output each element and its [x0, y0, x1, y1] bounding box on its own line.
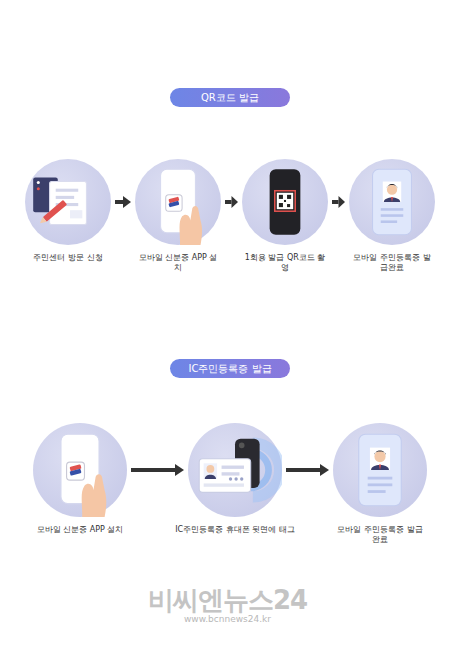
- step-icon: [242, 159, 328, 245]
- step-circle: 1회용 발급 QR코드 촬영: [242, 159, 328, 245]
- arrow-line: [115, 200, 123, 204]
- step-icon: [135, 159, 221, 245]
- step-circle: 모바일 신분증 APP 설치: [33, 423, 127, 517]
- step-icon: [33, 423, 127, 517]
- flow-arrow: [286, 464, 329, 476]
- step-label: IC주민등록증 휴대폰 뒷면에 태그: [160, 525, 310, 535]
- step-label: 모바일 신분증 APP 설치: [136, 253, 220, 273]
- step-icon: [333, 423, 427, 517]
- arrow-line: [131, 468, 175, 472]
- arrow-head: [320, 464, 329, 476]
- arrow-head: [232, 196, 239, 208]
- section-header-pill: IC주민등록증 발급: [170, 359, 290, 378]
- arrow-line: [225, 200, 232, 204]
- step-circle: 모바일 주민등록증 발급 완료: [333, 423, 427, 517]
- arrow-head: [123, 196, 131, 208]
- step-label: 1회용 발급 QR코드 촬영: [243, 253, 327, 273]
- step-circle: 모바일 주민등록증 발급완료: [349, 159, 435, 245]
- watermark: www.bcnnews24.kr: [0, 614, 455, 624]
- step-circle: 주민센터 방문 신청: [25, 159, 111, 245]
- arrow-line: [286, 468, 320, 472]
- arrow-head: [339, 196, 346, 208]
- header-text: QR코드 발급: [201, 92, 259, 103]
- step-icon: [188, 423, 282, 517]
- step-circle: 모바일 신분증 APP 설치: [135, 159, 221, 245]
- flow-arrow: [225, 196, 238, 208]
- step-circle: IC주민등록증 휴대폰 뒷면에 태그: [188, 423, 282, 517]
- section-header-pill: QR코드 발급: [170, 88, 290, 107]
- header-text: IC주민등록증 발급: [188, 363, 271, 374]
- step-label: 주민센터 방문 신청: [26, 253, 110, 263]
- arrow-line: [332, 200, 339, 204]
- step-label: 모바일 신분증 APP 설치: [35, 525, 125, 535]
- arrow-head: [175, 464, 184, 476]
- step-label: 모바일 주민등록증 발급완료: [350, 253, 434, 273]
- step-icon: [349, 159, 435, 245]
- step-icon: [25, 159, 111, 245]
- flow-arrow: [332, 196, 345, 208]
- step-label: 모바일 주민등록증 발급 완료: [335, 525, 425, 545]
- watermark: 비씨엔뉴스24: [0, 583, 455, 618]
- flow-arrow: [115, 196, 131, 208]
- flow-arrow: [131, 464, 184, 476]
